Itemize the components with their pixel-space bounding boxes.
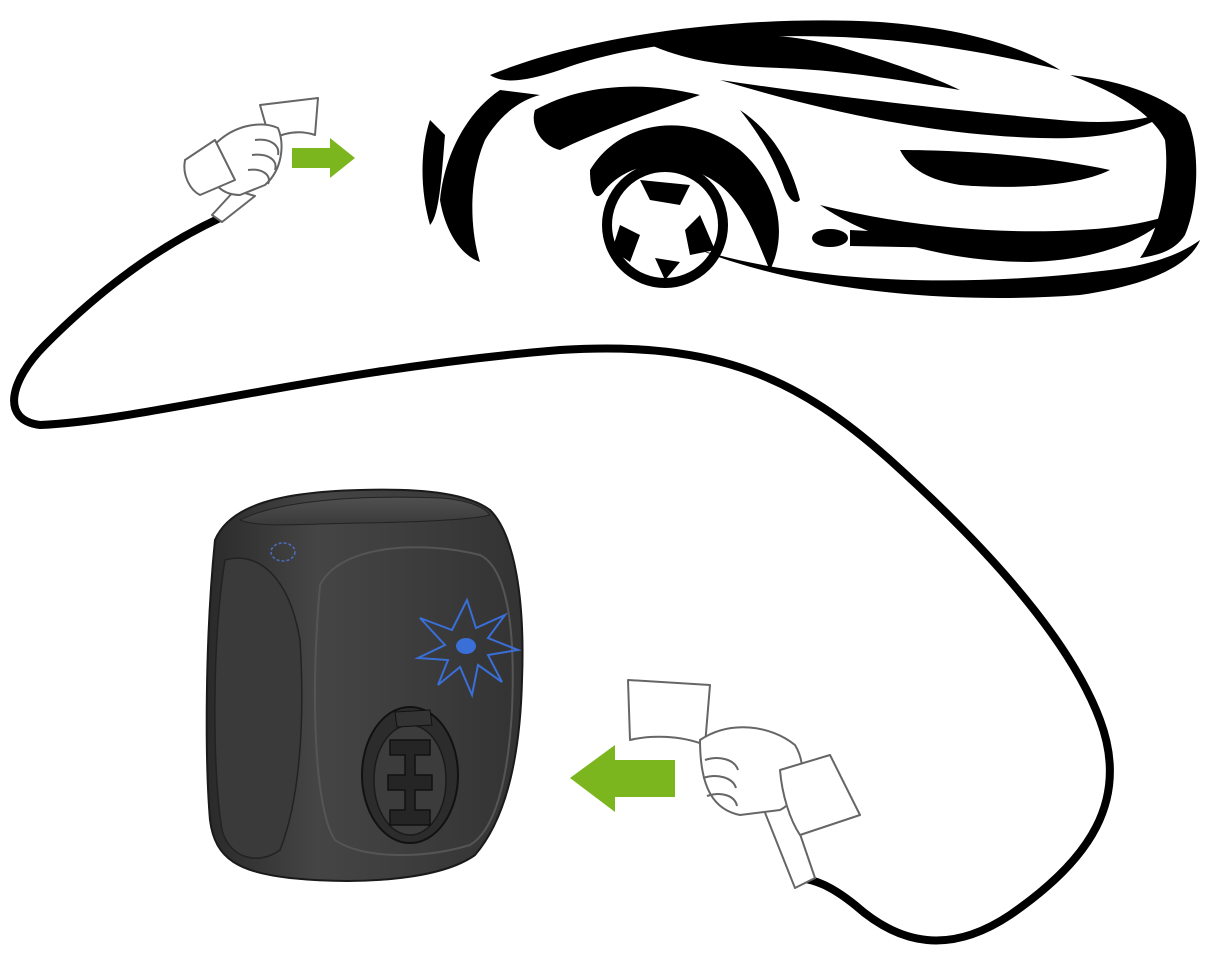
arrow-left-icon [570,745,675,812]
plug-bottom [570,680,860,888]
charging-cable [14,218,1110,940]
plug-top [184,98,355,222]
charging-socket [362,707,458,843]
arrow-right-icon [292,138,355,178]
sports-car-silhouette-icon [423,20,1201,298]
wall-charger-icon [207,490,523,881]
